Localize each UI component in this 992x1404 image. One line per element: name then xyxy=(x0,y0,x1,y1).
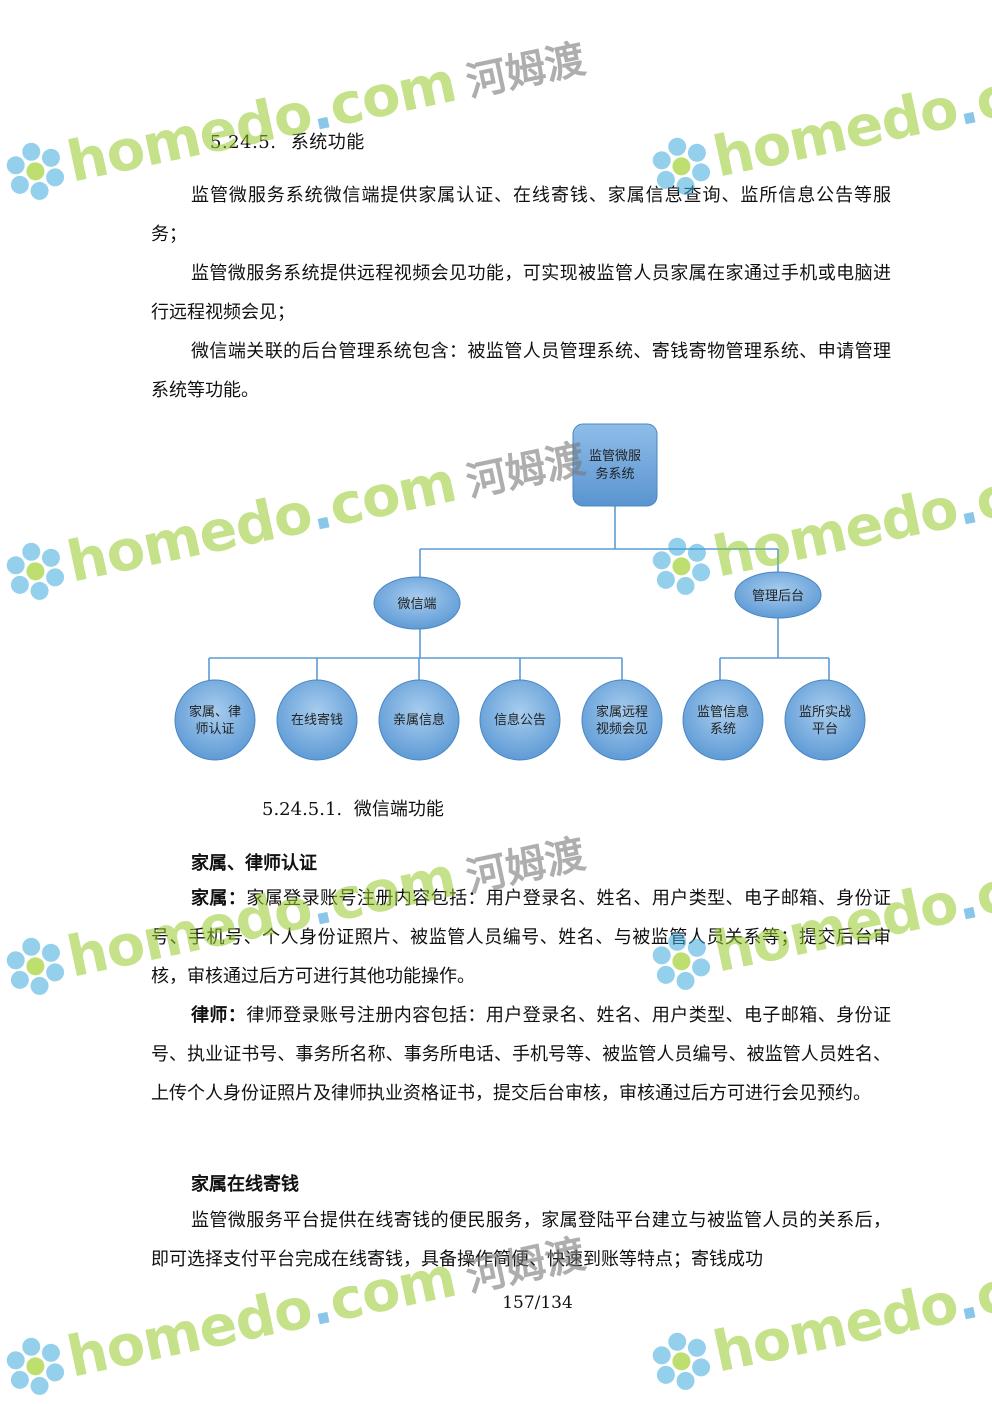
svg-text:微信端: 微信端 xyxy=(397,597,436,612)
org-leaf-supervision-info-system: 监管信息 系统 xyxy=(682,679,764,761)
svg-text:管理后台: 管理后台 xyxy=(752,589,804,604)
svg-text:监管信息: 监管信息 xyxy=(697,704,749,720)
org-leaf-online-remittance: 在线寄钱 xyxy=(276,679,358,761)
svg-text:务系统: 务系统 xyxy=(595,466,634,482)
svg-text:师认证: 师认证 xyxy=(195,722,234,737)
org-branch-admin: 管理后台 xyxy=(734,571,822,619)
lawyer-auth-paragraph: 律师：律师登录账号注册内容包括：用户登录名、姓名、用户类型、电子邮箱、身份证号、… xyxy=(151,1005,892,1104)
svg-text:系统: 系统 xyxy=(710,722,736,737)
intro-paragraph-1: 监管微服务系统微信端提供家属认证、在线寄钱、家属信息查询、监所信息公告等服务； xyxy=(151,185,891,245)
svg-text:信息公告: 信息公告 xyxy=(494,712,546,728)
auth-heading: 家属、律师认证 xyxy=(191,853,317,874)
org-leaf-family-lawyer-auth: 家属、律 师认证 xyxy=(174,679,256,761)
subsection-heading: 5.24.5.1. 微信端功能 xyxy=(262,799,444,820)
section-heading: 5.24.5. 系统功能 xyxy=(210,132,365,153)
svg-text:监所实战: 监所实战 xyxy=(799,705,851,720)
svg-text:家属远程: 家属远程 xyxy=(596,704,648,720)
svg-text:视频会见: 视频会见 xyxy=(596,722,648,737)
org-leaf-info-notice: 信息公告 xyxy=(479,679,561,761)
org-leaf-remote-video-visit: 家属远程 视频会见 xyxy=(581,679,663,761)
remittance-paragraph: 监管微服务平台提供在线寄钱的便民服务，家属登陆平台建立与被监管人员的关系后，即可… xyxy=(151,1210,891,1270)
org-root-node: 监管微服 务系统 xyxy=(572,423,658,507)
svg-text:监管微服: 监管微服 xyxy=(589,449,641,464)
remittance-heading: 家属在线寄钱 xyxy=(191,1174,299,1195)
family-auth-paragraph: 家属：家属登录账号注册内容包括：用户登录名、姓名、用户类型、电子邮箱、身份证号、… xyxy=(151,888,892,987)
org-branch-wechat: 微信端 xyxy=(373,576,461,630)
svg-text:在线寄钱: 在线寄钱 xyxy=(291,712,343,728)
page-number: 157/134 xyxy=(502,1293,573,1313)
intro-paragraph-3: 微信端关联的后台管理系统包含：被监管人员管理系统、寄钱寄物管理系统、申请管理系统… xyxy=(151,341,891,401)
org-leaf-relative-info: 亲属信息 xyxy=(378,679,460,761)
org-leaf-combat-platform: 监所实战 平台 xyxy=(784,679,866,761)
svg-text:亲属信息: 亲属信息 xyxy=(393,712,445,728)
intro-paragraph-2: 监管微服务系统提供远程视频会见功能，可实现被监管人员家属在家通过手机或电脑进行远… xyxy=(151,263,891,323)
svg-text:家属、律: 家属、律 xyxy=(189,704,241,720)
svg-text:平台: 平台 xyxy=(812,722,838,737)
